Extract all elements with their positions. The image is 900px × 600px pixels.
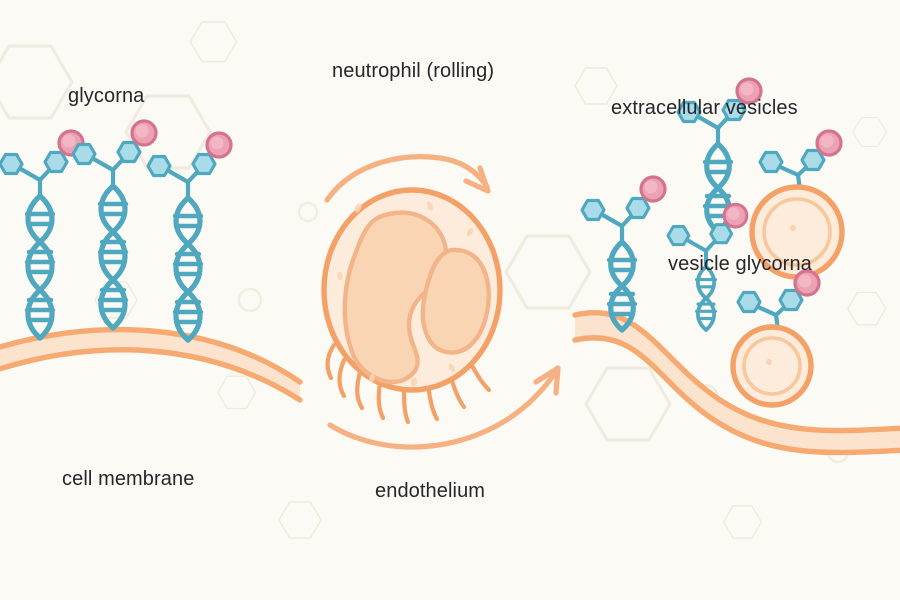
label-endothelium: endothelium: [375, 480, 486, 502]
rolling-arrow: [324, 154, 491, 203]
label-extracellular-vesicles: extracellular vesicles: [611, 97, 798, 119]
glycorna-free-1: [582, 177, 665, 330]
neutrophil-cell: [321, 187, 503, 425]
glycorna-membrane-2: [73, 121, 156, 328]
glycorna-membrane-1: [0, 131, 83, 338]
glycorna-membrane-3: [148, 133, 231, 340]
label-neutrophil-rolling: neutrophil (rolling): [332, 60, 495, 82]
label-cell-membrane: cell membrane: [62, 468, 195, 490]
endothelium-membrane-right: [572, 310, 900, 456]
cell-membrane-left: [0, 326, 303, 403]
label-glycorna: glycorna: [68, 85, 145, 107]
vesicle-lower: [730, 271, 819, 408]
label-vesicle-glycorna: vesicle glycorna: [668, 253, 812, 275]
migration-arrow: [327, 365, 561, 450]
